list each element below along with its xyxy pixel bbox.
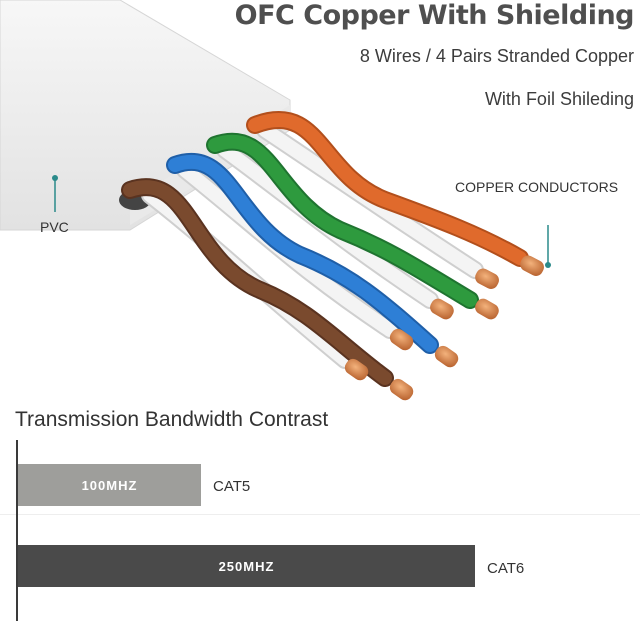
bar-cat6-value: 250MHZ <box>218 558 275 574</box>
bar-cat5-label: CAT5 <box>213 478 251 495</box>
bandwidth-axis <box>16 440 18 621</box>
bar-cat6: 250MHZ <box>18 545 475 587</box>
pvc-callout-line <box>52 175 58 212</box>
bar-cat6-label: CAT6 <box>487 560 525 577</box>
subtitle-wires: 8 Wires / 4 Pairs Stranded Copper <box>359 46 634 66</box>
bar-cat5: 100MHZ <box>18 464 201 506</box>
subtitle-foil: With Foil Shileding <box>484 89 634 109</box>
cable-illustration <box>0 0 551 401</box>
divider <box>0 514 640 515</box>
copper-callout-line <box>545 225 551 268</box>
colored-wires <box>121 111 529 387</box>
page-title: OFC Copper With Shielding <box>234 0 635 31</box>
copper-ends <box>344 255 544 401</box>
pvc-label: PVC <box>40 219 69 235</box>
bandwidth-title: Transmission Bandwidth Contrast <box>15 408 329 431</box>
copper-conductors-label: COPPER CONDUCTORS <box>455 179 619 195</box>
bar-cat5-value: 100MHZ <box>81 477 138 493</box>
